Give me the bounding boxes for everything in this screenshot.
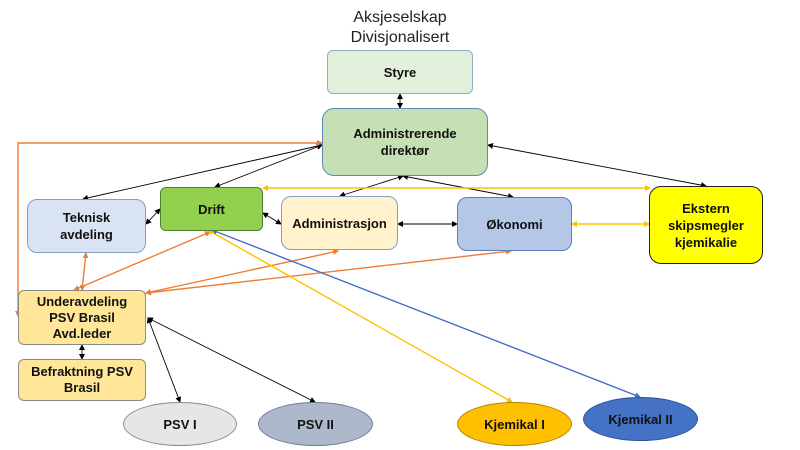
node-kjemikal-2: Kjemikal II (583, 397, 698, 441)
node-teknisk-label-1: Teknisk (62, 210, 111, 225)
connector-underavd-okonomi (145, 248, 512, 296)
node-teknisk-avdeling: Teknisk avdeling (27, 199, 146, 253)
node-underavdeling-psv-brasil: Underavdeling PSV Brasil Avd.leder (18, 290, 146, 345)
title-line-2: Divisjonalisert (350, 29, 450, 46)
connector-underavd-admdir (15, 140, 323, 317)
connector-underavd-drift (73, 231, 211, 291)
node-adm-dir-label-2: direktør (380, 143, 430, 158)
node-ekstern-label-2: skipsmegler (668, 217, 744, 233)
node-psv1-label: PSV I (163, 416, 197, 432)
connector-drift-kjemikal2 (211, 229, 641, 398)
node-ekstern-skipsmegler: Ekstern skipsmegler kjemikalie (649, 186, 763, 264)
node-psv2-label: PSV II (297, 416, 334, 432)
node-befrakt-label-2: Brasil (63, 380, 101, 395)
node-teknisk-label-2: avdeling (60, 227, 113, 242)
node-administrasjon-label: Administrasjon (292, 215, 387, 231)
connector-admdir-administrasjon (339, 174, 404, 198)
node-kjem1-label: Kjemikal I (484, 416, 545, 432)
node-underavd-label-3: Avd.leder (52, 325, 112, 341)
node-befrakt-label-1: Befraktning PSV (31, 364, 133, 379)
diagram-title: Aksjeselskap Divisjonalisert (300, 8, 500, 48)
node-kjemikal-1: Kjemikal I (457, 402, 572, 446)
connector-admdir-ekstern (487, 142, 707, 189)
node-administrerende-direktor: Administrerende direktør (322, 108, 488, 176)
connector-underavd-psv1 (146, 317, 182, 403)
node-ekstern-label-3: kjemikalie (674, 234, 738, 250)
node-ekstern-label-1: Ekstern (682, 200, 730, 216)
node-styre: Styre (327, 50, 473, 94)
node-befraktning-psv-brasil: Befraktning PSV Brasil (18, 359, 146, 401)
node-adm-dir-label-1: Administrerende (353, 126, 457, 141)
connector-teknisk-drift (145, 208, 161, 225)
connector-admdir-okonomi (402, 173, 514, 200)
node-underavd-label-1: Underavdeling (36, 293, 128, 309)
node-psv-1: PSV I (123, 402, 237, 446)
node-okonomi: Økonomi (457, 197, 572, 251)
node-drift-label: Drift (198, 201, 225, 217)
node-underavd-label-2: PSV Brasil (49, 309, 115, 325)
node-styre-label: Styre (383, 64, 417, 80)
node-administrasjon: Administrasjon (281, 196, 398, 250)
node-okonomi-label: Økonomi (486, 216, 543, 232)
title-line-1: Aksjeselskap (353, 9, 447, 26)
connector-drift-administrasjon (262, 212, 282, 225)
connector-underavd-psv2 (147, 317, 316, 403)
node-kjem2-label: Kjemikal II (608, 411, 673, 427)
node-drift: Drift (160, 187, 263, 231)
node-psv-2: PSV II (258, 402, 373, 446)
